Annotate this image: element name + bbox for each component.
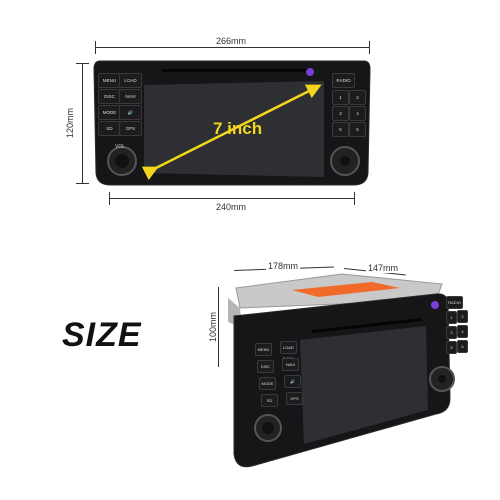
dimension-tick (109, 192, 110, 205)
height-label: 120mm (65, 103, 75, 143)
dimension-tick (95, 41, 96, 54)
height-dimension-line (82, 63, 83, 183)
top-width-label: 266mm (213, 36, 250, 46)
mode-button[interactable]: MODE (259, 377, 276, 390)
gps-button[interactable]: GPS (286, 392, 303, 405)
preset-5-button[interactable]: 5 (332, 122, 349, 137)
disc-button[interactable]: DISC (98, 89, 121, 104)
preset-2-button[interactable]: 2 (457, 310, 468, 323)
sd-button[interactable]: SD (261, 394, 278, 407)
preset-4-button[interactable]: 4 (457, 325, 468, 338)
bottom-radio-unit (228, 273, 455, 468)
preset-1-button[interactable]: 1 (332, 90, 349, 105)
disc-button[interactable]: DISC (257, 360, 274, 373)
mode-button[interactable]: MODE (98, 105, 121, 120)
mute-button[interactable]: 🔊 (284, 375, 301, 388)
preset-5-button[interactable]: 5 (446, 341, 457, 354)
bottom-width-label: 178mm (266, 261, 301, 271)
dimension-tick (354, 192, 355, 205)
preset-1-button[interactable]: 1 (446, 311, 457, 324)
bottom-width-label: 240mm (216, 202, 247, 212)
preset-2-button[interactable]: 2 (349, 90, 366, 105)
screen-diagonal-arrow (141, 84, 322, 180)
dimension-tick (76, 63, 89, 64)
gps-button[interactable]: GPS (119, 121, 142, 136)
preset-3-button[interactable]: 3 (332, 106, 349, 121)
screen-size-label: 7 inch (213, 119, 263, 138)
vol-label: VOL (115, 144, 126, 150)
preset-6-button[interactable]: 6 (457, 340, 468, 353)
mute-button[interactable]: 🔊 (119, 105, 142, 120)
bottom-height-dimension-line (218, 287, 219, 367)
preset-6-button[interactable]: 6 (349, 122, 366, 137)
bottom-height-label: 100mm (208, 307, 218, 347)
bottom-width-dimension-line (109, 198, 355, 199)
navi-button[interactable]: NAVI (119, 89, 142, 104)
size-title: SIZE (62, 316, 142, 354)
dimension-tick (369, 41, 370, 54)
radio-button[interactable]: RADIO (446, 296, 463, 309)
radio-button[interactable]: RADIO (332, 73, 355, 88)
top-width-dimension-line (95, 47, 370, 48)
preset-4-button[interactable]: 4 (349, 106, 366, 121)
menu-button[interactable]: MENU (98, 73, 121, 88)
menu-button[interactable]: MENU (255, 343, 272, 356)
load-back-button[interactable]: LOAD BACK (119, 73, 142, 96)
navi-button[interactable]: NAVI (282, 358, 299, 371)
dimension-tick (76, 183, 89, 184)
preset-3-button[interactable]: 3 (446, 326, 457, 339)
sd-button[interactable]: SD (98, 121, 121, 136)
load-back-button[interactable]: LOAD BACK (280, 341, 297, 361)
depth-label: 147mm (366, 263, 401, 273)
